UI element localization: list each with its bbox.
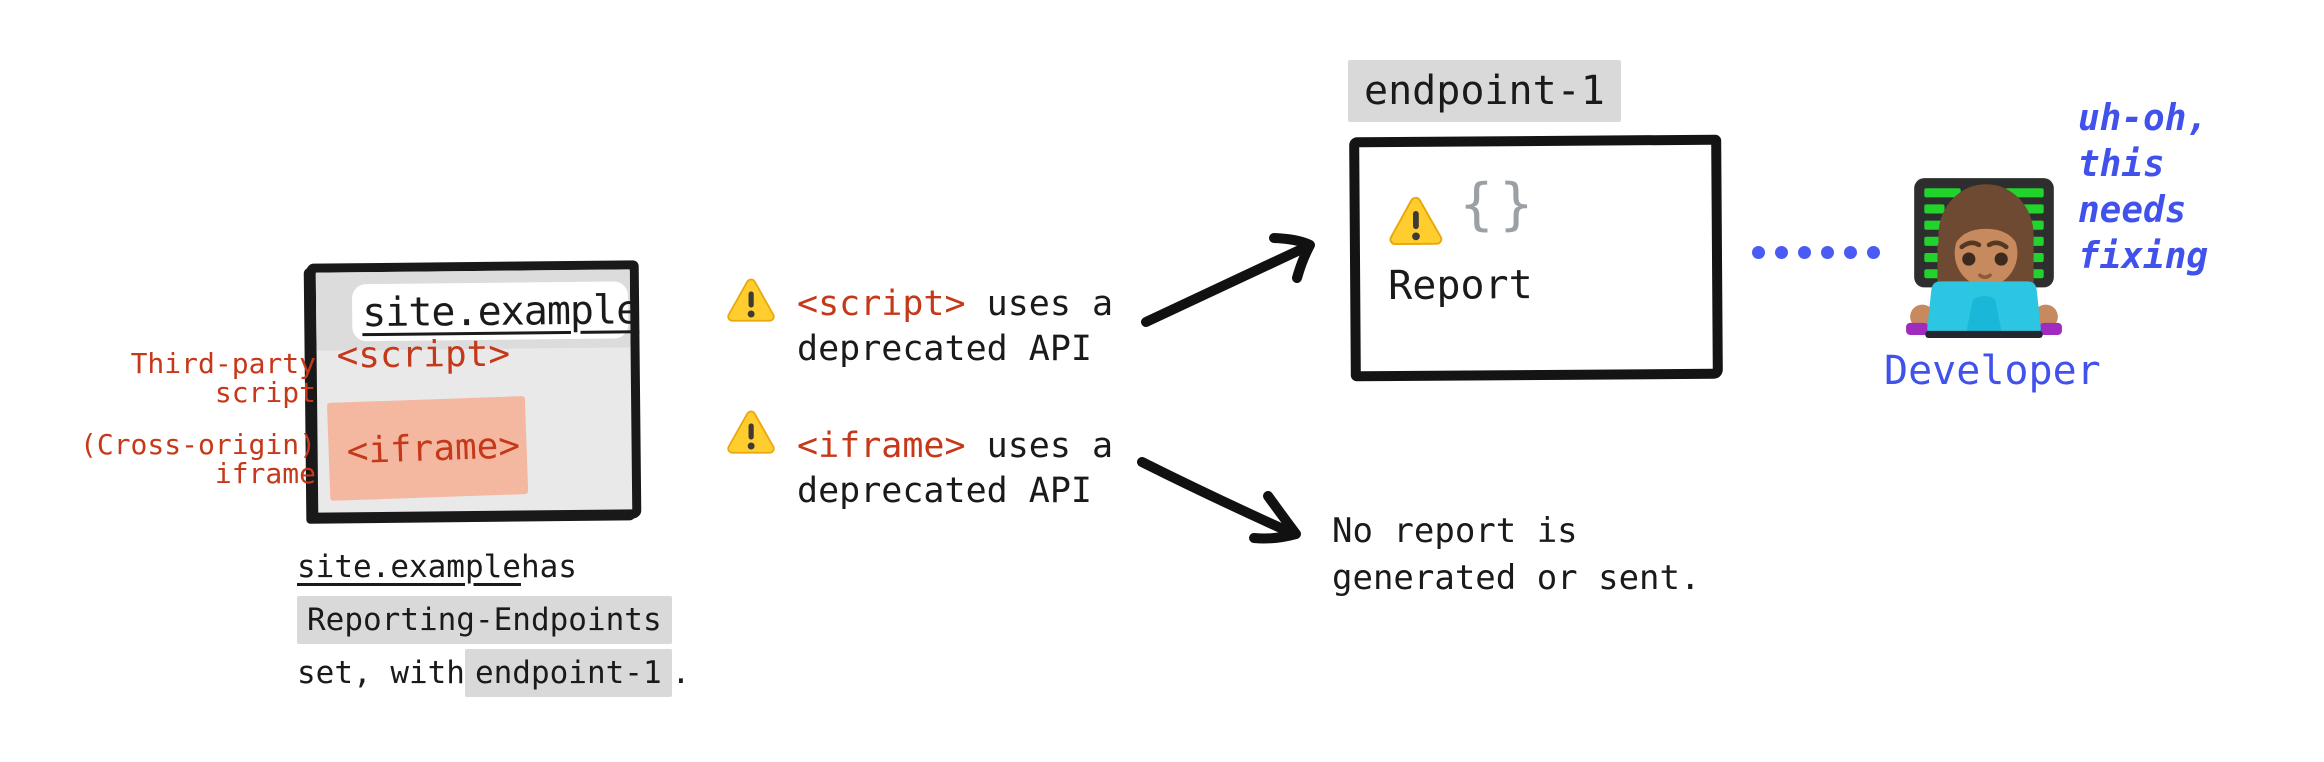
caption-line-2: Reporting-Endpoints (297, 593, 690, 646)
warning-icon (1387, 194, 1445, 250)
arrow-to-no-report-icon (1137, 457, 1301, 544)
thought-line: fixing (2078, 236, 2209, 277)
dot (1798, 246, 1811, 259)
endpoint-label: endpoint-1 (1348, 60, 1621, 122)
caption-period: . (671, 654, 691, 691)
dot (1844, 246, 1857, 259)
dot (1752, 246, 1765, 259)
developer-thought-text: uh-oh, this needs fixing (2078, 96, 2208, 280)
caption-set-with: set, with (297, 654, 465, 691)
caption-reporting-endpoints: Reporting-Endpoints (297, 595, 672, 644)
developer-technologist-emoji (1906, 178, 2062, 338)
thought-line: needs (2078, 190, 2187, 231)
thought-line: this (2078, 144, 2165, 185)
caption-has: has (520, 548, 577, 585)
label-cross-origin-iframe: (Cross-origin) iframe (79, 428, 316, 490)
caption-endpoint-1: endpoint-1 (464, 648, 672, 697)
report-title: Report (1388, 262, 1533, 310)
warning-iframe-line2: deprecated API (797, 471, 1093, 511)
address-bar[interactable]: site.example (351, 281, 639, 342)
warning-script-suffix: uses a (965, 284, 1114, 324)
no-report-line2: generated or sent. (1332, 558, 1701, 598)
label-third-party-script: Third-party script (130, 347, 316, 409)
no-report-text: No report is generated or sent. (1332, 508, 1700, 602)
no-report-line1: No report is (1332, 511, 1578, 551)
dot (1775, 246, 1788, 259)
caption-site: site.example (297, 548, 521, 585)
developer-label: Developer (1884, 348, 2101, 394)
dotted-line (1752, 246, 1880, 259)
browser-window: site.example <script> <iframe> (306, 260, 642, 522)
warning-text-iframe: <iframe> uses a deprecated API (797, 424, 1113, 514)
url-text: site.example (361, 286, 640, 336)
iframe-tag: <iframe> (345, 424, 521, 472)
caption-line-3: set, with endpoint-1 . (297, 646, 690, 699)
dot (1821, 246, 1834, 259)
warning-script-line2: deprecated API (797, 329, 1093, 369)
warning-text-script: <script> uses a deprecated API (797, 282, 1113, 372)
json-braces-icon: {} (1459, 171, 1540, 238)
arrow-to-endpoint-icon (1141, 233, 1315, 327)
warning-icon (725, 408, 777, 458)
dot (1867, 246, 1880, 259)
warning-icon (725, 276, 777, 326)
caption-line-1: site.example has (297, 540, 690, 593)
script-tag: <script> (336, 333, 511, 377)
iframe-highlight: <iframe> (326, 396, 529, 501)
caption: site.example has Reporting-Endpoints set… (297, 540, 690, 699)
thought-line: uh-oh, (2078, 98, 2209, 139)
warning-script-tag: <script> (797, 284, 966, 324)
report-box: {} Report (1349, 134, 1723, 382)
warning-iframe-tag: <iframe> (797, 426, 966, 466)
warning-iframe-suffix: uses a (965, 426, 1114, 466)
